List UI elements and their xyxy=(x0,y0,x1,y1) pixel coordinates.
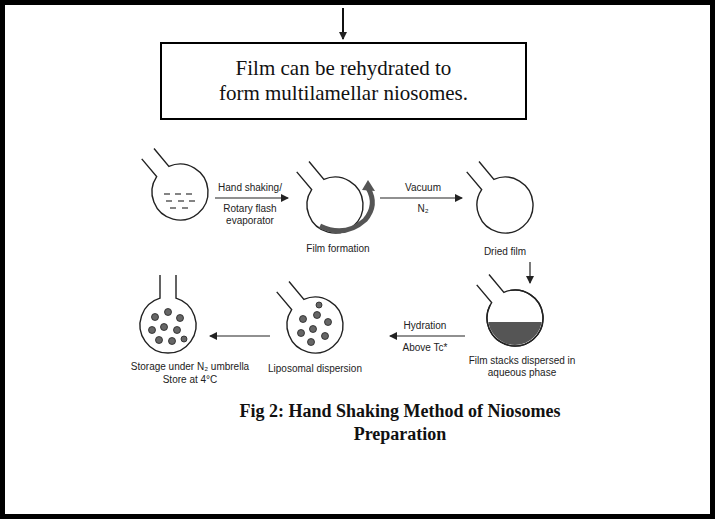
down-arrow xyxy=(342,8,344,39)
box-text: Film can be rehydrated to form multilame… xyxy=(217,56,470,106)
step-label: Liposomal dispersion xyxy=(260,363,370,375)
rotation-arrow xyxy=(320,188,372,231)
process-arrow xyxy=(380,197,462,198)
flask-dried-film xyxy=(451,149,544,245)
text-box: Film can be rehydrated to form multilame… xyxy=(160,42,527,120)
rotation-arrowhead xyxy=(362,180,375,191)
step-label: Store at 4°C xyxy=(140,374,240,386)
step-label: N₂ xyxy=(403,203,443,215)
step-label: Above Tc* xyxy=(385,342,465,354)
step-label: Vacuum xyxy=(388,182,458,194)
step-label: Dried film xyxy=(460,246,550,258)
flask-film-formation xyxy=(281,149,374,245)
step-label: Rotary flash evaporator xyxy=(210,203,290,226)
process-arrow xyxy=(390,335,465,336)
figure-caption: Fig 2: Hand Shaking Method of Niosomes P… xyxy=(200,400,600,445)
step-label: Film stacks dispersed in aqueous phase xyxy=(463,355,581,378)
flask-solution xyxy=(126,136,219,232)
flask-dispersion xyxy=(261,269,354,365)
step-label: Film formation xyxy=(288,243,388,255)
process-arrow xyxy=(215,197,288,198)
process-arrow xyxy=(529,262,530,283)
step-label: Storage under N₂ umbrella xyxy=(120,361,260,373)
flask-storage xyxy=(140,275,196,353)
step-label: Hydration xyxy=(385,320,465,332)
process-arrow xyxy=(210,335,270,336)
step-label: Hand shaking/ xyxy=(205,182,295,194)
